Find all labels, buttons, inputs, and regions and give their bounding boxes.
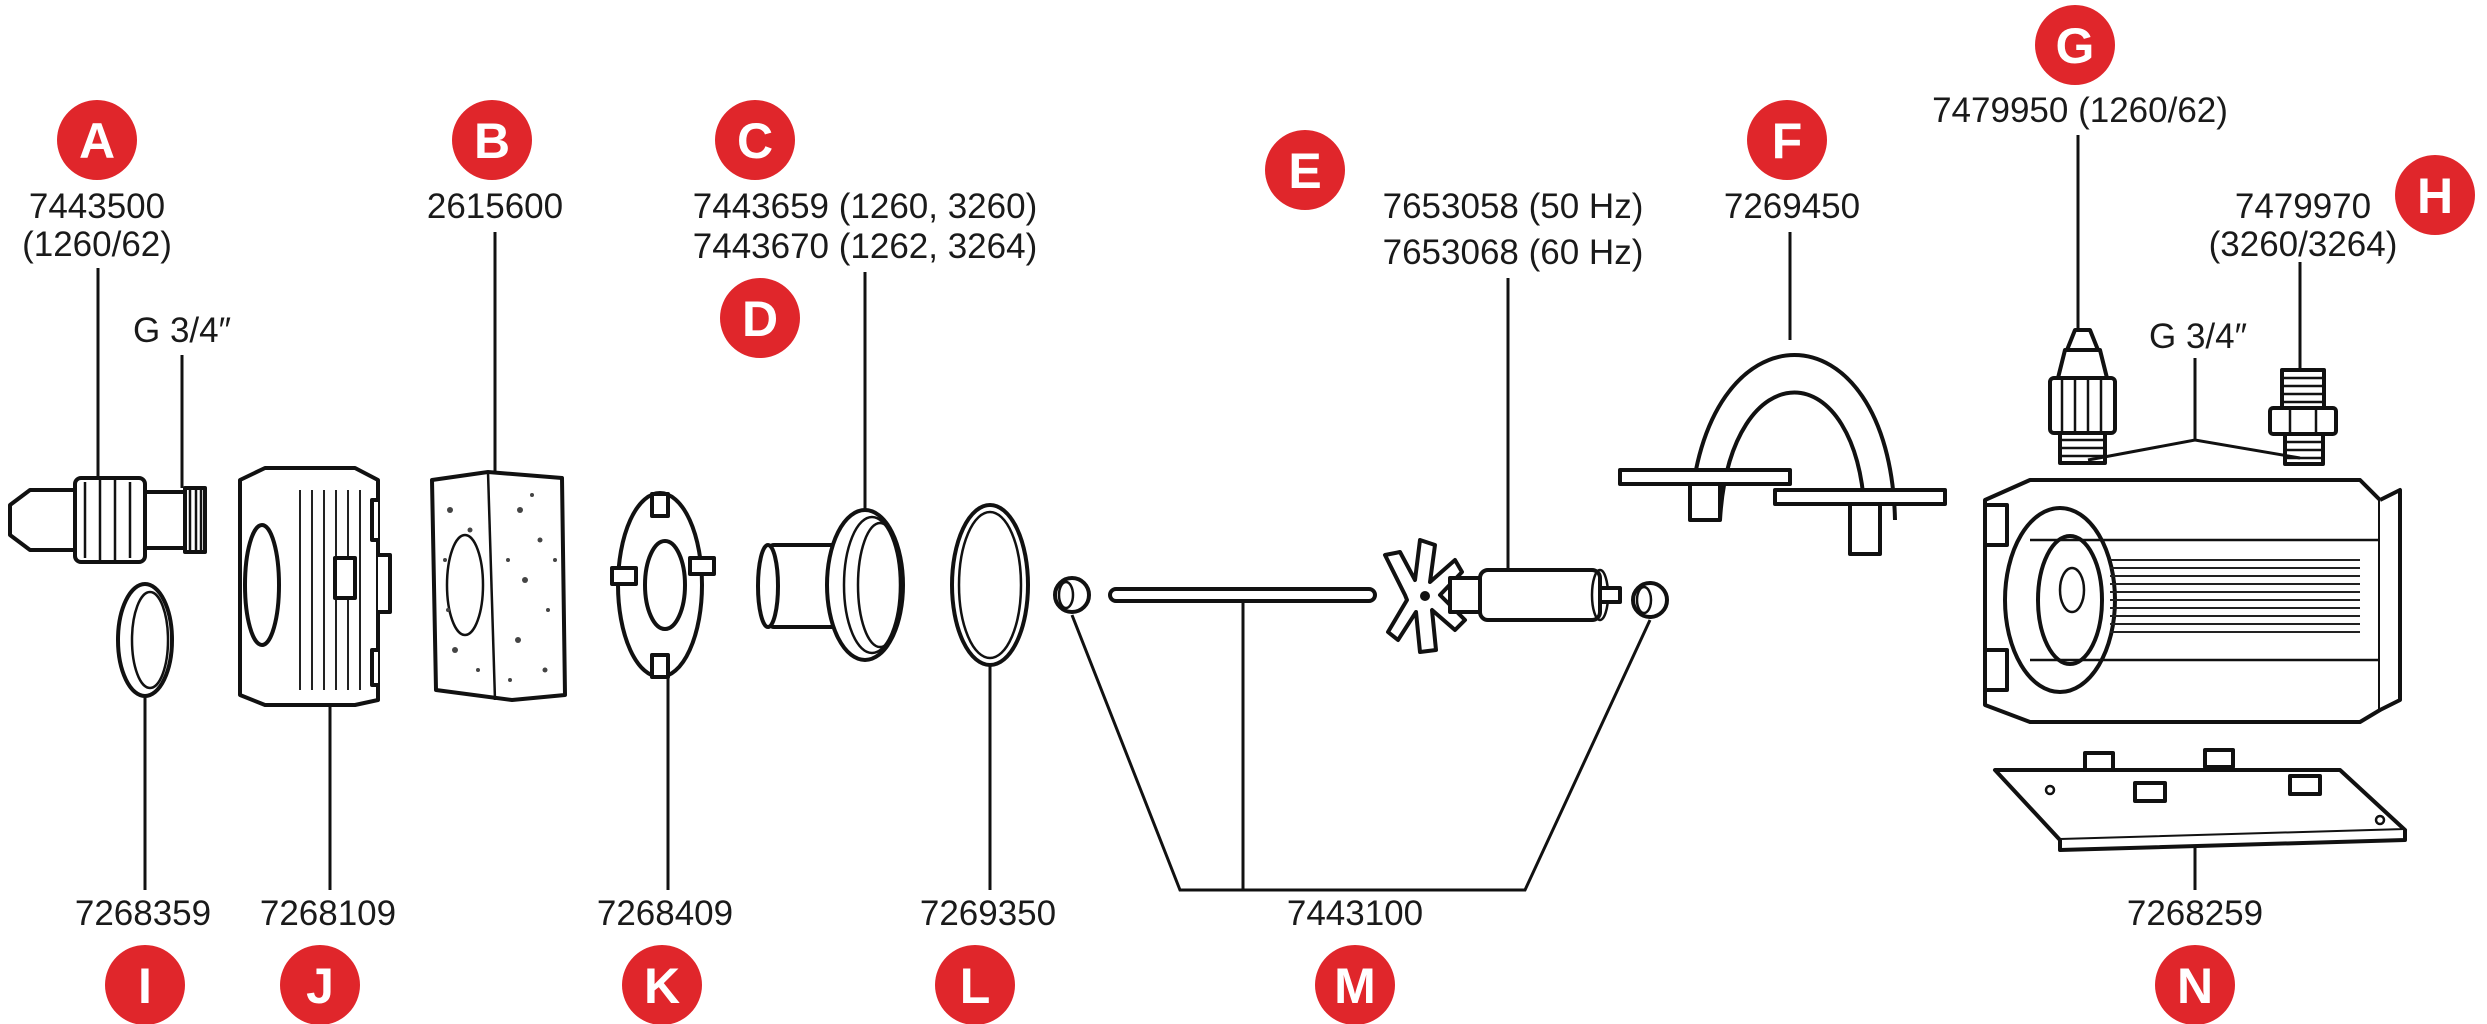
badge-d-letter: D bbox=[742, 291, 778, 347]
callout-c: C 7443659 (1260, 3260) bbox=[693, 100, 1037, 226]
part-b-foam-block bbox=[430, 470, 567, 702]
badge-l bbox=[935, 945, 1015, 1024]
part-c-d-pump-front bbox=[756, 508, 905, 662]
badge-j-letter: J bbox=[306, 958, 334, 1014]
badge-j bbox=[280, 945, 360, 1024]
badge-h bbox=[2395, 155, 2475, 235]
callout-l: 7269350 L bbox=[920, 894, 1056, 1024]
part-g-hose-nozzle bbox=[2048, 328, 2117, 465]
badge-k-letter: K bbox=[644, 958, 680, 1014]
part-number-j: 7268109 bbox=[260, 894, 396, 933]
part-number-k: 7268409 bbox=[597, 894, 733, 933]
part-n-base-plate bbox=[1993, 748, 2407, 852]
badge-i-letter: I bbox=[138, 958, 152, 1014]
leader-lines bbox=[96, 135, 2302, 892]
badge-c bbox=[715, 100, 795, 180]
callout-m: 7443100 M bbox=[1287, 894, 1423, 1024]
badge-f-letter: F bbox=[1772, 113, 1803, 169]
callout-k: 7268409 K bbox=[597, 894, 733, 1024]
part-number-d: 7443670 (1262, 3264) bbox=[693, 227, 1037, 266]
part-number-b: 2615600 bbox=[427, 187, 563, 226]
badge-k bbox=[622, 945, 702, 1024]
callout-f: F 7269450 bbox=[1724, 100, 1860, 226]
callout-a: A 7443500 (1260/62) bbox=[22, 100, 172, 264]
part-j-strainer-cage bbox=[238, 466, 392, 707]
badge-m-letter: M bbox=[1334, 958, 1376, 1014]
thread-size-gh: G 3/4″ bbox=[2149, 317, 2247, 356]
part-number-h: 7479970 bbox=[2235, 187, 2371, 226]
part-number-f: 7269450 bbox=[1724, 187, 1860, 226]
callout-n: 7268259 N bbox=[2127, 894, 2263, 1024]
part-number-i: 7268359 bbox=[75, 894, 211, 933]
badge-d bbox=[720, 278, 800, 358]
part-number-e-50hz: 7653058 (50 Hz) bbox=[1383, 187, 1644, 226]
badge-n-letter: N bbox=[2177, 958, 2213, 1014]
badge-a bbox=[57, 100, 137, 180]
part-number-m: 7443100 bbox=[1287, 894, 1423, 933]
badge-e-letter: E bbox=[1288, 143, 1321, 199]
thread-size-a: G 3/4″ bbox=[133, 311, 231, 350]
part-a-hose-connector bbox=[8, 476, 207, 564]
callout-g: G 7479950 (1260/62) bbox=[1932, 5, 2228, 130]
part-m-shaft-bearings bbox=[1053, 576, 1669, 619]
part-variant-a: (1260/62) bbox=[22, 225, 172, 264]
part-l-o-ring bbox=[950, 503, 1030, 667]
callout-d: D 7443670 (1262, 3264) bbox=[693, 227, 1037, 358]
callout-i: 7268359 I bbox=[75, 894, 211, 1024]
badge-f bbox=[1747, 100, 1827, 180]
callout-j: 7268109 J bbox=[260, 894, 396, 1024]
pump-motor-body bbox=[1983, 478, 2402, 724]
part-f-mounting-bracket bbox=[1618, 353, 1947, 556]
badge-e bbox=[1265, 130, 1345, 210]
part-e-impeller-rotor bbox=[1383, 538, 1622, 654]
part-h-threaded-adapter bbox=[2268, 368, 2338, 466]
badge-c-letter: C bbox=[737, 113, 773, 169]
badge-g bbox=[2035, 5, 2115, 85]
callout-e: E 7653058 (50 Hz) 7653068 (60 Hz) bbox=[1265, 130, 1643, 272]
callout-h: H 7479970 (3260/3264) bbox=[2209, 155, 2475, 264]
part-i-disc bbox=[116, 582, 174, 698]
badge-l-letter: L bbox=[960, 958, 991, 1014]
part-number-c: 7443659 (1260, 3260) bbox=[693, 187, 1037, 226]
badge-i bbox=[105, 945, 185, 1024]
badge-b bbox=[452, 100, 532, 180]
badge-h-letter: H bbox=[2417, 168, 2453, 224]
part-k-impeller-cover bbox=[610, 491, 716, 679]
part-number-l: 7269350 bbox=[920, 894, 1056, 933]
badge-b-letter: B bbox=[474, 113, 510, 169]
part-number-n: 7268259 bbox=[2127, 894, 2263, 933]
badge-m bbox=[1315, 945, 1395, 1024]
part-number-e-60hz: 7653068 (60 Hz) bbox=[1383, 233, 1644, 272]
part-number-g: 7479950 (1260/62) bbox=[1932, 91, 2228, 130]
part-number-a: 7443500 bbox=[29, 187, 165, 226]
badge-g-letter: G bbox=[2056, 18, 2095, 74]
part-variant-h: (3260/3264) bbox=[2209, 225, 2398, 264]
badge-a-letter: A bbox=[79, 113, 115, 169]
callout-b: B 2615600 bbox=[427, 100, 563, 226]
badge-n bbox=[2155, 945, 2235, 1024]
